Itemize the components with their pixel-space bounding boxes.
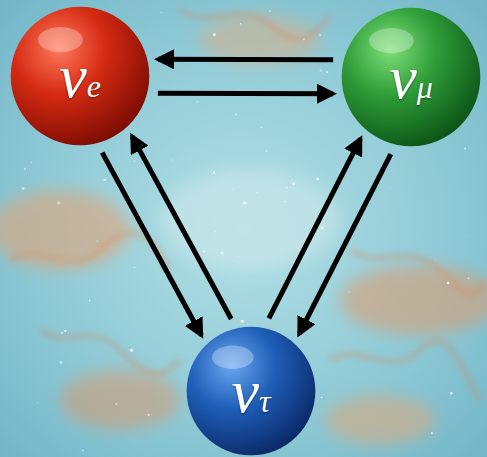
flavour-symbol: νe <box>59 45 101 107</box>
star-dot <box>64 330 66 332</box>
star-dot <box>130 349 133 352</box>
star-dot <box>243 201 246 204</box>
flavour-circle: νμ <box>341 7 481 147</box>
circle-inner: νμ <box>341 7 481 147</box>
star-dot <box>31 162 32 163</box>
star-dot <box>196 101 198 103</box>
star-dot <box>57 201 60 204</box>
star-dot <box>468 278 470 280</box>
flavour-symbol: νμ <box>389 46 433 108</box>
star-dot <box>466 234 468 236</box>
star-dot <box>134 267 135 268</box>
star-dot <box>266 150 267 151</box>
star-dot <box>348 291 349 292</box>
flavour-circle: νe <box>10 6 150 146</box>
star-dot <box>97 240 99 242</box>
star-dot <box>129 436 131 438</box>
star-dot <box>59 361 62 364</box>
star-dot <box>320 69 322 71</box>
star-dot <box>104 179 106 181</box>
star-dot <box>115 403 117 405</box>
star-dot <box>292 182 295 185</box>
star-dot <box>241 320 244 323</box>
star-dot <box>390 188 391 189</box>
oscillation-arrow <box>102 153 201 336</box>
star-dot <box>89 300 90 301</box>
star-dot <box>215 230 217 232</box>
star-dot <box>319 34 321 36</box>
star-dot <box>22 187 24 189</box>
flavour-circle: ντ <box>186 326 316 456</box>
star-dot <box>316 178 319 181</box>
star-dot <box>303 39 305 41</box>
star-dot <box>238 256 239 257</box>
circle-inner: νe <box>10 6 150 146</box>
star-dot <box>221 251 224 254</box>
star-dot <box>235 114 237 116</box>
star-dot <box>160 12 162 14</box>
star-dot <box>232 189 234 191</box>
star-dot <box>321 226 324 229</box>
star-dot <box>24 168 26 170</box>
oscillation-arrow <box>299 154 391 334</box>
star-dot <box>261 127 263 129</box>
oscillation-arrow <box>132 136 231 319</box>
star-dot <box>431 432 433 434</box>
star-dot <box>450 392 453 395</box>
star-dot <box>285 201 286 202</box>
star-dot <box>286 187 287 188</box>
oscillation-arrow <box>269 139 361 319</box>
oscillation-arrow <box>158 91 333 97</box>
star-dot <box>148 414 150 416</box>
flavour-symbol: ντ <box>232 360 271 422</box>
star-dot <box>435 259 436 260</box>
star-dot <box>213 171 215 173</box>
star-dot <box>82 449 84 451</box>
star-dot <box>203 250 205 252</box>
star-dot <box>134 160 136 162</box>
star-dot <box>321 397 322 398</box>
star-dot <box>61 331 64 334</box>
star-dot <box>464 148 466 150</box>
star-dot <box>240 23 241 24</box>
star-dot <box>257 192 258 193</box>
oscillation-arrow <box>158 57 333 63</box>
star-dot <box>170 159 172 161</box>
circle-inner: ντ <box>186 326 316 456</box>
star-dot <box>213 33 216 36</box>
star-dot <box>269 10 271 12</box>
star-dot <box>326 71 328 73</box>
star-dot <box>447 282 450 285</box>
star-dot <box>37 402 39 404</box>
